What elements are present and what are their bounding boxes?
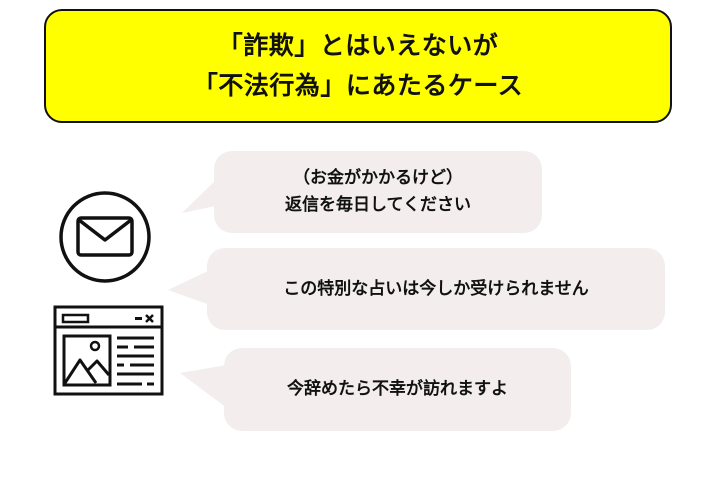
- bubble-1-line-2: 返信を毎日してください: [285, 195, 471, 215]
- speech-bubble-1-shape: [182, 151, 542, 233]
- speech-bubble-3-shape: [180, 348, 571, 431]
- speech-bubble-2-shape: [168, 248, 665, 330]
- title-banner: 「詐欺」とはいえないが 「不法行為」にあたるケース: [44, 9, 672, 123]
- bubble-1-line-1: （お金がかかるけど）: [293, 168, 463, 188]
- bubble-3-line-1: 今辞めたら不幸が訪れますよ: [287, 379, 508, 399]
- speech-bubble-3: 今辞めたら不幸が訪れますよ: [224, 348, 571, 431]
- title-line-1: 「詐欺」とはいえないが: [217, 31, 499, 60]
- bubble-2-line-1: この特別な占いは今しか受けられません: [283, 278, 589, 299]
- speech-bubble-2: この特別な占いは今しか受けられません: [207, 248, 665, 330]
- speech-bubble-1: （お金がかかるけど） 返信を毎日してください: [214, 151, 542, 233]
- web-page-icon: [53, 305, 164, 396]
- mail-icon: [59, 191, 151, 283]
- title-line-2: 「不法行為」にあたるケース: [192, 71, 524, 100]
